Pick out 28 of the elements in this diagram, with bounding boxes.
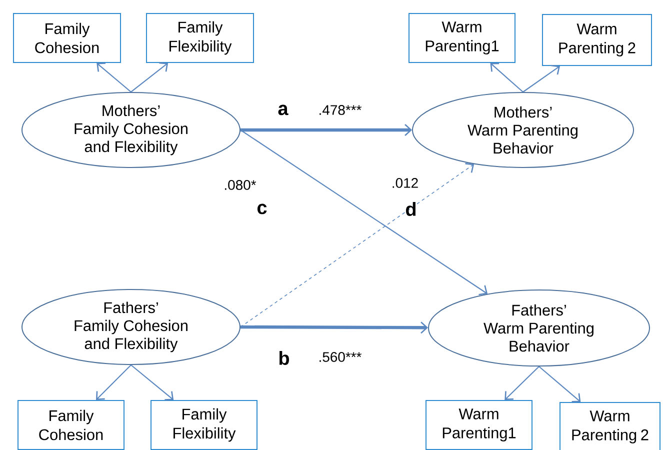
arrow — [504, 366, 540, 400]
path-letter: c — [257, 204, 267, 214]
path-letter: a — [278, 104, 288, 116]
arrow — [240, 162, 474, 328]
indicator-box: Warm Parenting 2 — [542, 14, 652, 66]
indicator-box: Warm Parenting1 — [426, 400, 532, 450]
arrow — [538, 366, 581, 402]
indicator-box: Family Flexibility — [150, 400, 258, 450]
edge-label: .012 — [390, 177, 420, 189]
path-letter: d — [406, 202, 416, 216]
edge-label: .560*** — [317, 351, 363, 363]
arrow — [96, 62, 132, 92]
arrow — [240, 322, 428, 334]
arrow — [96, 364, 132, 400]
arrow — [240, 130, 488, 296]
path-letter: b — [279, 351, 289, 365]
edge-label: .080* — [222, 179, 258, 191]
indicator-box: Family Flexibility — [146, 13, 254, 63]
arrow — [522, 64, 560, 92]
arrow — [130, 364, 174, 400]
arrow — [130, 62, 168, 92]
arrow — [240, 124, 412, 136]
indicator-box: Family Cohesion — [13, 13, 121, 63]
indicator-box: Warm Parenting 2 — [560, 402, 660, 450]
edge-label: .478*** — [317, 104, 363, 116]
indicator-box: Warm Parenting1 — [408, 13, 516, 63]
arrow — [490, 62, 524, 92]
indicator-box: Family Cohesion — [18, 400, 124, 450]
